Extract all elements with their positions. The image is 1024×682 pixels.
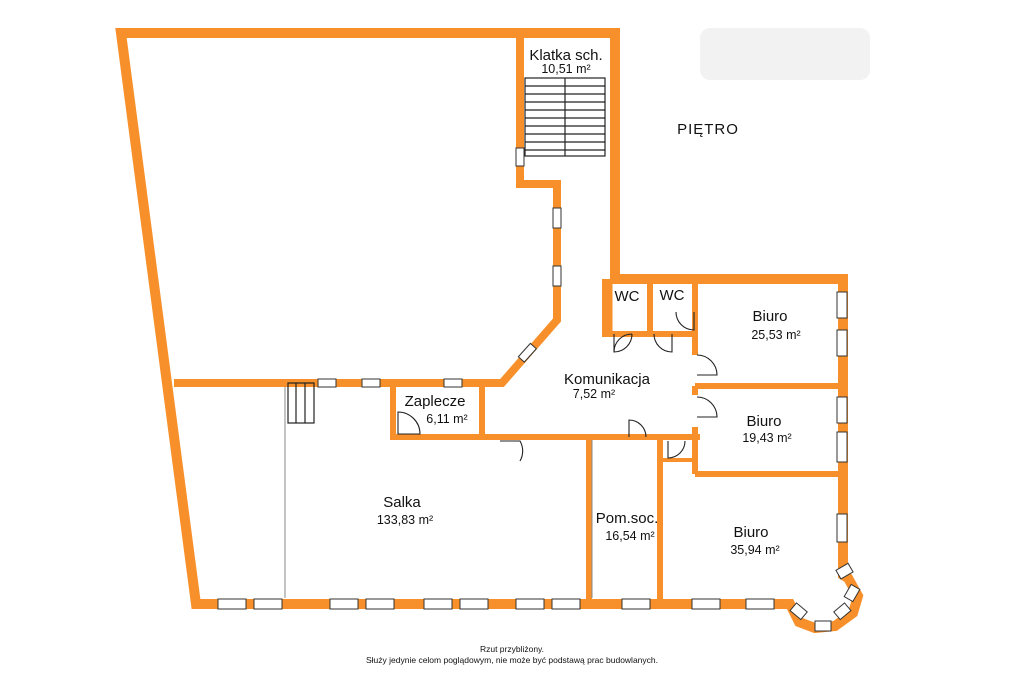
- room-area: 133,83 m²: [377, 513, 433, 527]
- room-name: Salka: [383, 494, 421, 511]
- room-name: Klatka sch.: [529, 47, 602, 64]
- room-name: Biuro: [733, 524, 768, 541]
- room-name: WC: [660, 287, 685, 304]
- room-name: Biuro: [752, 308, 787, 325]
- room-name: Komunikacja: [564, 371, 651, 388]
- room-area: 6,11 m²: [426, 412, 467, 426]
- room-labels: Klatka sch. 10,51 m² WC WC Biuro 25,53 m…: [377, 47, 801, 557]
- stair-wall: [174, 38, 561, 387]
- logo-watermark: [700, 28, 870, 80]
- room-area: 35,94 m²: [730, 543, 779, 557]
- room-area: 16,54 m²: [605, 529, 654, 543]
- room-name: Pom.soc.: [596, 510, 659, 527]
- staircase: [287, 77, 606, 424]
- doors: [397, 311, 718, 462]
- wall-zaplecze: [390, 383, 485, 440]
- room-name: Biuro: [746, 413, 781, 430]
- room-name: Zaplecze: [405, 393, 466, 410]
- windows: [217, 147, 861, 632]
- room-area: 25,53 m²: [751, 328, 800, 342]
- room-name: WC: [615, 288, 640, 305]
- footer-disclaimer: Służy jedynie celom poglądowym, nie może…: [366, 655, 658, 665]
- room-area: 7,52 m²: [573, 387, 615, 401]
- floor-label: PIĘTRO: [677, 121, 739, 138]
- thin-lines: [284, 387, 593, 598]
- footer-note: Rzut przybliżony.: [479, 644, 545, 654]
- room-area: 19,43 m²: [742, 431, 791, 445]
- room-area: 10,51 m²: [541, 62, 590, 76]
